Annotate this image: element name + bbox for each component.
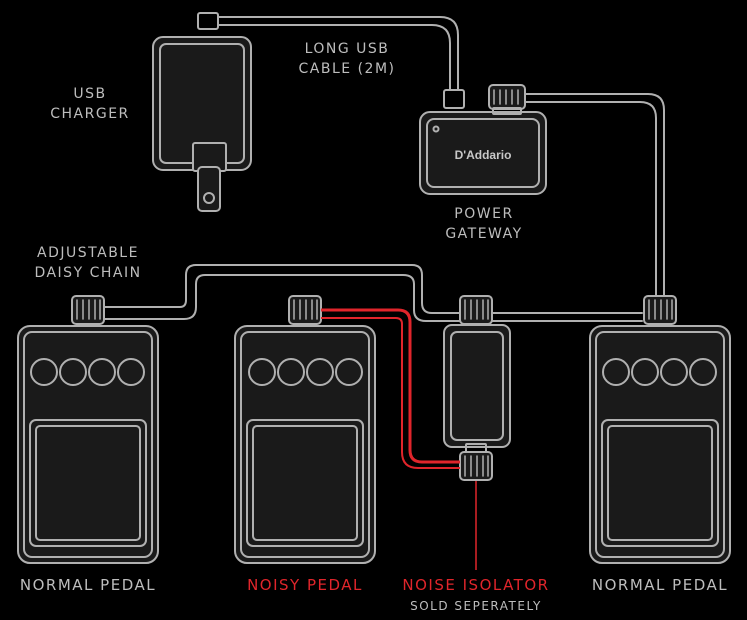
daisy-chain-label-line1: ADJUSTABLE bbox=[37, 245, 139, 261]
power-gateway-label-line1: POWER bbox=[454, 206, 514, 222]
usb-charger-label-line1: USB bbox=[73, 86, 107, 102]
normal-pedal-right-label: NORMAL PEDAL bbox=[591, 576, 729, 594]
long-usb-cable-label-line2: CABLE (2M) bbox=[298, 61, 396, 77]
noise-isolator bbox=[443, 295, 511, 481]
isolated-cable bbox=[321, 308, 460, 469]
power-gateway-label-line2: GATEWAY bbox=[445, 226, 523, 242]
long-usb-cable-label: LONG USB CABLE (2M) bbox=[287, 39, 407, 79]
usb-charger-label-line2: CHARGER bbox=[50, 106, 130, 122]
gateway-brand: D'Addario bbox=[455, 148, 512, 162]
long-usb-cable-label-line1: LONG USB bbox=[304, 41, 390, 57]
noise-isolator-label: NOISE ISOLATOR bbox=[402, 576, 550, 594]
gateway-output-cable bbox=[524, 93, 665, 298]
normal-pedal-left bbox=[17, 295, 159, 564]
power-gateway-label: POWER GATEWAY bbox=[434, 204, 534, 244]
long-usb-cable bbox=[197, 12, 465, 109]
daisy-chain-label: ADJUSTABLE DAISY CHAIN bbox=[18, 243, 158, 283]
power-gateway bbox=[419, 84, 547, 195]
sold-separately-label: SOLD SEPERATELY bbox=[410, 599, 542, 613]
normal-pedal-right bbox=[589, 295, 731, 564]
usb-charger bbox=[152, 36, 252, 212]
normal-pedal-left-label: NORMAL PEDAL bbox=[19, 576, 157, 594]
noisy-pedal-label: NOISY PEDAL bbox=[247, 576, 363, 594]
daisy-chain-cable bbox=[99, 264, 643, 322]
usb-charger-label: USB CHARGER bbox=[40, 84, 140, 124]
noisy-pedal bbox=[234, 295, 376, 564]
daisy-chain-label-line2: DAISY CHAIN bbox=[34, 265, 142, 281]
